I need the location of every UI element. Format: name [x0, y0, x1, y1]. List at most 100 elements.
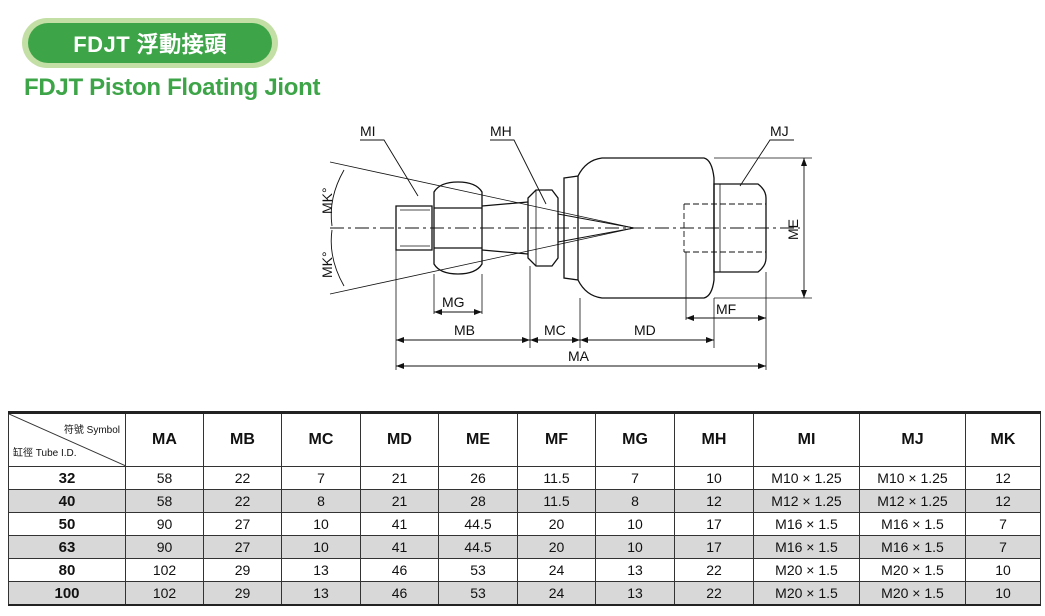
table-cell: 22	[674, 581, 754, 606]
table-cell: 21	[360, 489, 439, 513]
label-mf: MF	[716, 301, 736, 317]
table-cell: M10 × 1.25	[753, 466, 860, 490]
table-cell: 10	[674, 466, 754, 490]
table-cell: M20 × 1.5	[859, 558, 966, 582]
corner-diagonal	[9, 414, 126, 466]
column-header: MJ	[859, 411, 966, 467]
label-mj: MJ	[770, 123, 789, 139]
table-cell: 102	[125, 581, 204, 606]
label-mg: MG	[442, 294, 465, 310]
label-mk-bottom: MK°	[319, 251, 335, 278]
column-header: MA	[125, 411, 204, 467]
column-header: MB	[203, 411, 282, 467]
table-cell: 41	[360, 535, 439, 559]
table-cell: 12	[965, 489, 1041, 513]
table-cell: 27	[203, 512, 282, 536]
table-cell: 11.5	[517, 466, 596, 490]
tube-id-cell: 100	[8, 581, 126, 606]
left-stud	[395, 205, 433, 251]
table-cell: M20 × 1.5	[753, 558, 860, 582]
table-cell: 7	[281, 466, 361, 490]
table-cell: 20	[517, 535, 596, 559]
table-cell: 13	[595, 558, 675, 582]
table-cell: 21	[360, 466, 439, 490]
table-cell: 13	[281, 558, 361, 582]
table-cell: 12	[674, 489, 754, 513]
table-cell: M12 × 1.25	[859, 489, 966, 513]
table-cell: 53	[438, 581, 518, 606]
table-cell: 22	[674, 558, 754, 582]
corner-symbol-label: 符號 Symbol	[63, 425, 120, 436]
label-mk-top: MK°	[319, 187, 335, 214]
table-cell: 10	[281, 535, 361, 559]
table-cell: 41	[360, 512, 439, 536]
table-cell: 44.5	[438, 512, 518, 536]
label-md: MD	[634, 322, 656, 338]
label-ma: MA	[568, 348, 590, 364]
table-cell: 44.5	[438, 535, 518, 559]
table-cell: M20 × 1.5	[859, 581, 966, 606]
label-me: ME	[785, 219, 801, 240]
table-cell: 7	[965, 512, 1041, 536]
table-cell: M16 × 1.5	[753, 512, 860, 536]
table-cell: 58	[125, 466, 204, 490]
table-cell: M16 × 1.5	[753, 535, 860, 559]
table-cell: 90	[125, 535, 204, 559]
table-cell: 17	[674, 535, 754, 559]
table-cell: 8	[281, 489, 361, 513]
label-mb: MB	[454, 322, 475, 338]
table-row: 40 58 22 8 21 28 11.5 8 12 M12 × 1.25 M1…	[8, 489, 1041, 513]
table-cell: 90	[125, 512, 204, 536]
column-header: MD	[360, 411, 439, 467]
table-cell: 27	[203, 535, 282, 559]
table-cell: 17	[674, 512, 754, 536]
table-cell: 58	[125, 489, 204, 513]
table-cell: 13	[595, 581, 675, 606]
title-badge: FDJT 浮動接頭	[22, 18, 278, 68]
table-cell: 28	[438, 489, 518, 513]
table-row: 100 102 29 13 46 53 24 13 22 M20 × 1.5 M…	[8, 581, 1041, 606]
collar	[527, 189, 559, 267]
table-cell: 53	[438, 558, 518, 582]
right-nut	[713, 183, 767, 273]
tube-id-cell: 40	[8, 489, 126, 513]
tube-id-cell: 80	[8, 558, 126, 582]
table-cell: 102	[125, 558, 204, 582]
column-header: MH	[674, 411, 754, 467]
table-cell: M16 × 1.5	[859, 535, 966, 559]
floating-joint-diagram: MI MH MJ ME MK° MK° MG MF MB MC MD MA	[319, 123, 812, 370]
table-cell: 7	[595, 466, 675, 490]
column-header: MF	[517, 411, 596, 467]
table-cell: 24	[517, 581, 596, 606]
table-row: 32 58 22 7 21 26 11.5 7 10 M10 × 1.25 M1…	[8, 466, 1041, 490]
label-mc: MC	[544, 322, 566, 338]
table-cell: 12	[965, 466, 1041, 490]
title-badge-text: FDJT 浮動接頭	[28, 23, 272, 63]
header-row: 符號 Symbol 缸徑 Tube I.D. MA MB MC MD ME MF…	[8, 411, 1041, 467]
corner-header: 符號 Symbol 缸徑 Tube I.D.	[8, 411, 126, 467]
table-cell: M20 × 1.5	[753, 581, 860, 606]
table-cell: 24	[517, 558, 596, 582]
table-cell: 22	[203, 466, 282, 490]
table-cell: 10	[595, 512, 675, 536]
table-cell: 26	[438, 466, 518, 490]
table-cell: 13	[281, 581, 361, 606]
table-cell: 11.5	[517, 489, 596, 513]
table-cell: 8	[595, 489, 675, 513]
table-row: 50 90 27 10 41 44.5 20 10 17 M16 × 1.5 M…	[8, 512, 1041, 536]
table-cell: 7	[965, 535, 1041, 559]
table-cell: 20	[517, 512, 596, 536]
spec-table: 符號 Symbol 缸徑 Tube I.D. MA MB MC MD ME MF…	[8, 411, 1041, 606]
label-mh: MH	[490, 123, 512, 139]
hex-nut	[433, 181, 483, 275]
column-header: MC	[281, 411, 361, 467]
main-body	[563, 157, 715, 299]
table-cell: 46	[360, 558, 439, 582]
table-row: 63 90 27 10 41 44.5 20 10 17 M16 × 1.5 M…	[8, 535, 1041, 559]
table-cell: M16 × 1.5	[859, 512, 966, 536]
page-subtitle: FDJT Piston Floating Jiont	[24, 74, 321, 101]
table-cell: 29	[203, 581, 282, 606]
table-cell: 10	[965, 558, 1041, 582]
tube-id-cell: 32	[8, 466, 126, 490]
table-cell: M10 × 1.25	[859, 466, 966, 490]
